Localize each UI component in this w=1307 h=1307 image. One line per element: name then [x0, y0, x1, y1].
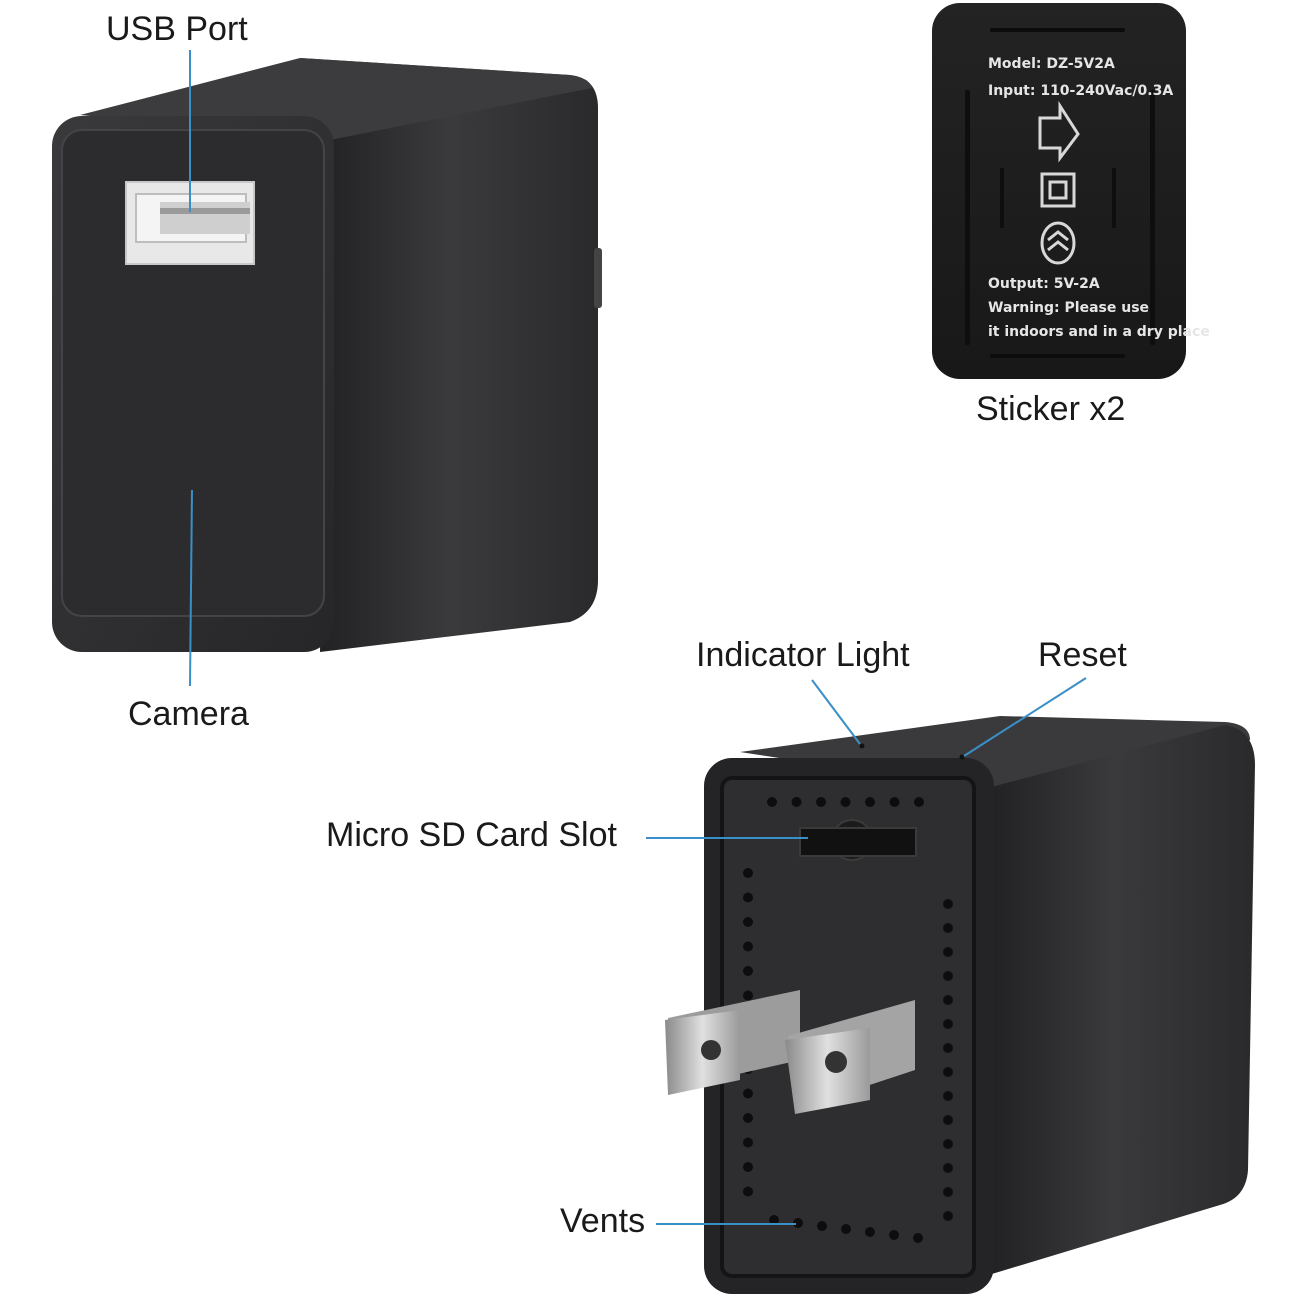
- vent-hole: [767, 797, 777, 807]
- vent-hole: [743, 1113, 753, 1123]
- vent-hole: [943, 899, 953, 909]
- vent-hole: [817, 1221, 827, 1231]
- plug-prong-left: [665, 990, 800, 1095]
- micro-sd-slot: [799, 819, 917, 861]
- vent-hole: [743, 868, 753, 878]
- vent-hole: [889, 1230, 899, 1240]
- vent-hole: [889, 797, 900, 807]
- vent-hole: [943, 947, 953, 957]
- sticker-input: Input: 110-240Vac/0.3A: [988, 83, 1173, 99]
- vent-hole: [743, 941, 753, 952]
- sticker-warning-2: it indoors and in a dry place: [988, 324, 1210, 340]
- vent-hole: [913, 1233, 923, 1243]
- vent-hole: [943, 1139, 953, 1149]
- vent-hole: [943, 1115, 953, 1125]
- vent-hole: [841, 1224, 851, 1234]
- vent-hole: [743, 1186, 753, 1197]
- vent-hole: [943, 1091, 953, 1101]
- sticker-model: Model: DZ-5V2A: [988, 56, 1115, 72]
- vent-hole: [791, 797, 802, 807]
- vent-hole: [943, 1211, 953, 1221]
- vent-hole: [743, 917, 753, 927]
- vent-hole: [914, 797, 924, 807]
- vent-hole: [816, 797, 826, 807]
- charger-front-view: [52, 58, 602, 652]
- vent-hole: [840, 797, 851, 807]
- plug-prong-right: [785, 1000, 915, 1114]
- vent-hole: [743, 1137, 753, 1148]
- reset-label: Reset: [1038, 636, 1127, 674]
- vent-hole: [865, 797, 875, 807]
- vent-hole: [943, 1187, 953, 1197]
- certification-icon: [1040, 221, 1076, 265]
- sticker-label: Sticker x2: [976, 390, 1126, 428]
- vent-hole: [943, 1163, 953, 1173]
- reset-line: [963, 677, 1087, 757]
- vent-hole: [793, 1218, 803, 1228]
- vent-hole: [865, 1227, 875, 1237]
- vent-hole: [743, 990, 753, 1001]
- vent-hole: [743, 892, 753, 903]
- vent-hole: [743, 966, 753, 976]
- double-insulation-icon: [1040, 172, 1076, 208]
- sticker: Model: DZ-5V2A Input: 110-240Vac/0.3A Ou…: [932, 3, 1210, 379]
- vent-hole: [943, 1067, 953, 1077]
- charger-back-view: [665, 716, 1255, 1294]
- arrow-icon: [1038, 100, 1080, 163]
- vent-hole: [943, 971, 953, 981]
- vent-hole: [943, 1019, 953, 1029]
- vent-hole: [943, 1043, 953, 1053]
- indicator-light: [859, 743, 865, 749]
- sticker-warning-1: Warning: Please use: [988, 300, 1149, 316]
- camera-line: [189, 489, 193, 687]
- callout-lines: [189, 50, 1087, 1225]
- vents: [743, 797, 953, 1243]
- reset-hole: [959, 754, 965, 760]
- camera-label: Camera: [128, 695, 249, 733]
- sticker-output: Output: 5V-2A: [988, 276, 1100, 292]
- vent-hole: [769, 1215, 779, 1225]
- vents-label: Vents: [560, 1202, 646, 1240]
- micro-sd-label: Micro SD Card Slot: [326, 816, 617, 854]
- vent-hole: [943, 995, 953, 1005]
- vent-hole: [743, 1162, 753, 1172]
- indicator-light-label: Indicator Light: [696, 636, 910, 674]
- vent-hole: [743, 1088, 753, 1099]
- indicator-light-line: [811, 679, 861, 745]
- usb-port-label: USB Port: [106, 10, 248, 48]
- vent-hole: [943, 923, 953, 933]
